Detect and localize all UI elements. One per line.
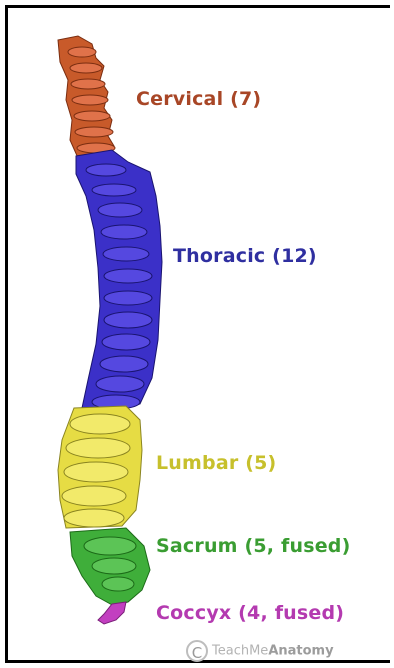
copyright-icon: C — [186, 640, 208, 662]
thoracic-region — [76, 150, 162, 412]
lumbar-label: Lumbar (5) — [156, 452, 276, 474]
watermark-brand: Anatomy — [268, 644, 333, 659]
sacrum-label: Sacrum (5, fused) — [156, 535, 351, 557]
watermark: C TeachMeAnatomy — [186, 640, 334, 662]
coccyx-region — [98, 602, 126, 624]
lumbar-region — [58, 406, 142, 528]
watermark-prefix: TeachMe — [212, 644, 268, 659]
coccyx-label: Coccyx (4, fused) — [156, 602, 344, 624]
thoracic-label: Thoracic (12) — [173, 245, 317, 267]
cervical-region — [58, 36, 115, 158]
cervical-label: Cervical (7) — [136, 88, 261, 110]
sacrum-region — [70, 528, 150, 606]
